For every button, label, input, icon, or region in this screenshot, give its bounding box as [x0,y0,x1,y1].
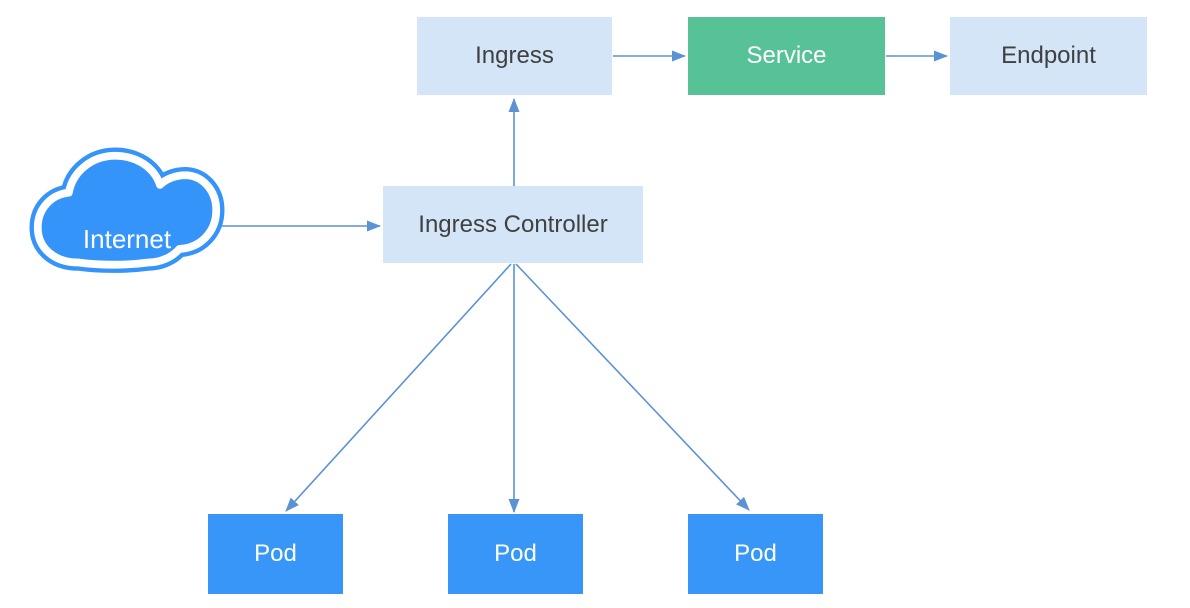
arrow-controller-to-pod-3 [515,263,750,511]
node-service[interactable]: Service [688,17,885,95]
node-pod-1-label: Pod [254,540,297,567]
node-pod-2-label: Pod [494,540,537,567]
node-ingress-controller-label: Ingress Controller [418,210,608,238]
cloud-icon [29,147,225,273]
node-pod-3[interactable]: Pod [688,514,823,594]
arrow-controller-to-pod-1 [285,263,512,512]
node-pod-2[interactable]: Pod [448,514,583,594]
node-service-label: Service [746,42,827,69]
node-pod-3-label: Pod [734,540,777,567]
node-endpoint-label: Endpoint [1001,42,1096,69]
node-pod-1[interactable]: Pod [208,514,343,594]
node-ingress-controller[interactable]: Ingress Controller [383,186,643,263]
node-internet[interactable]: Internet [29,146,225,282]
node-ingress-label: Ingress [475,42,554,69]
node-internet-label: Internet [82,224,172,254]
node-endpoint[interactable]: Endpoint [950,17,1147,95]
node-ingress[interactable]: Ingress [417,17,612,95]
